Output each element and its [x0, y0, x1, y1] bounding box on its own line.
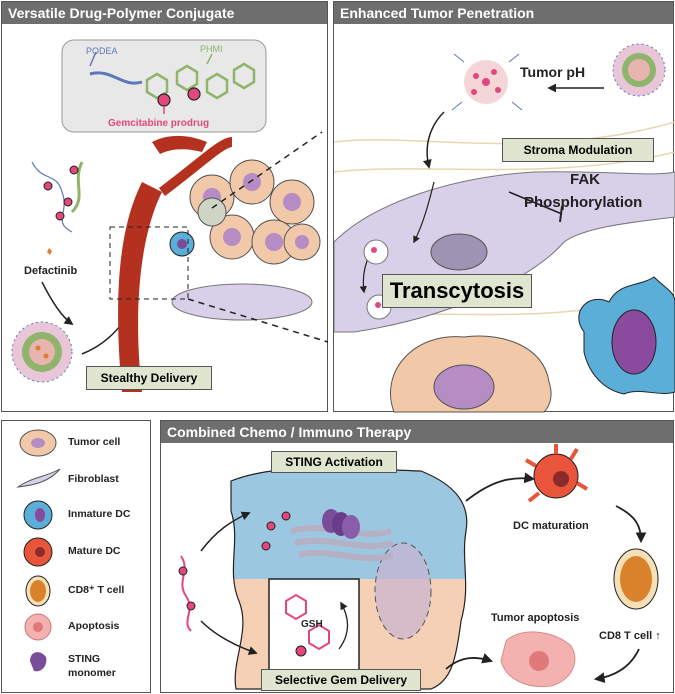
- mature-dc-icon: [23, 537, 53, 567]
- penetration-panel-title: Enhanced Tumor Penetration: [334, 2, 673, 24]
- cd8-t-cell: [613, 548, 659, 610]
- penetration-panel: Enhanced Tumor Penetration Tumor p: [333, 1, 675, 413]
- cd8-up-label: CD8 T cell ↑: [599, 630, 661, 642]
- legend-label-fibroblast: Fibroblast: [68, 473, 119, 485]
- legend-label-sting-monomer: monomer: [68, 667, 116, 679]
- legend-panel: Tumor cell Fibroblast Inmature DC Mature…: [1, 420, 151, 693]
- conjugate-panel-title: Versatile Drug-Polymer Conjugate: [2, 2, 327, 24]
- mature-dc-cell: [524, 444, 589, 503]
- fibroblast-icon: [16, 468, 61, 488]
- legend-label-mature-dc: Mature DC: [68, 545, 121, 557]
- immature-dc-icon: [23, 500, 53, 530]
- tumor-apoptosis-label: Tumor apoptosis: [491, 612, 579, 624]
- tumor-cell-icon: [19, 429, 57, 457]
- legend-label-cd8: CD8⁺ T cell: [68, 584, 125, 596]
- therapy-panel-title: Combined Chemo / Immuno Therapy: [161, 421, 673, 443]
- polymer-strand-icon: [31, 161, 84, 233]
- cd8-t-cell-icon: [25, 575, 51, 607]
- legend-label-tumor-cell: Tumor cell: [68, 436, 121, 448]
- sting-cluster-icon: [322, 509, 360, 539]
- transcytosis-label: Transcytosis: [382, 274, 532, 308]
- gsh-label: GSH: [301, 619, 323, 630]
- defactinib-label: Defactinib: [24, 265, 77, 277]
- apoptotic-cell: [500, 631, 576, 688]
- fak-label: FAK: [570, 171, 600, 188]
- micelle-cluster-icon: [451, 53, 523, 111]
- therapy-panel: Combined Chemo / Immuno Therapy: [160, 420, 674, 693]
- podea-label: PODEA: [86, 46, 118, 56]
- stromal-nucleus: [430, 233, 488, 271]
- legend-icons: [16, 429, 61, 672]
- penetration-panel-illustration: Tumor pH FAK Phosphorylation: [334, 43, 675, 413]
- sting-activation-label: STING Activation: [271, 451, 397, 473]
- nanoparticle-icon: [11, 321, 73, 383]
- dc-maturation-label: DC maturation: [513, 520, 589, 532]
- sting-monomer-icon: [30, 652, 47, 672]
- stealthy-delivery-label: Stealthy Delivery: [86, 366, 212, 390]
- podea-chain: [89, 71, 143, 85]
- legend-label-apoptosis: Apoptosis: [68, 620, 120, 632]
- blood-vessel: [118, 182, 162, 392]
- stroma-modulation-label: Stroma Modulation: [502, 138, 654, 162]
- zoom-box: [109, 226, 189, 300]
- tumor-cluster: [169, 159, 321, 321]
- apoptosis-icon: [24, 613, 52, 641]
- prodrug-dot-icon: [157, 93, 171, 107]
- phmi-label: PHMI: [200, 44, 223, 54]
- legend-label-sting: STING: [68, 653, 101, 665]
- legend-label-immature-dc: Inmature DC: [68, 508, 131, 520]
- conjugate-panel-illustration: PODEA PHMI Gemcitabine prodrug Defactini…: [11, 39, 329, 392]
- conjugate-panel: Versatile Drug-Polymer Conjugate PODEA P…: [1, 1, 329, 412]
- gsh-reaction-box: [268, 578, 360, 675]
- nanoparticle-top-icon: [612, 43, 666, 97]
- phosphorylation-label: Phosphorylation: [524, 194, 642, 211]
- prodrug-label: Gemcitabine prodrug: [108, 118, 209, 129]
- tumor-ph-label: Tumor pH: [520, 64, 585, 80]
- defactinib-star-icon: [47, 248, 52, 255]
- therapy-panel-illustration: GSH DC maturation CD8 T cell ↑ Tumor apo…: [178, 444, 661, 690]
- polymer-structure-box: [61, 39, 267, 133]
- selective-gem-delivery-label: Selective Gem Delivery: [261, 669, 421, 691]
